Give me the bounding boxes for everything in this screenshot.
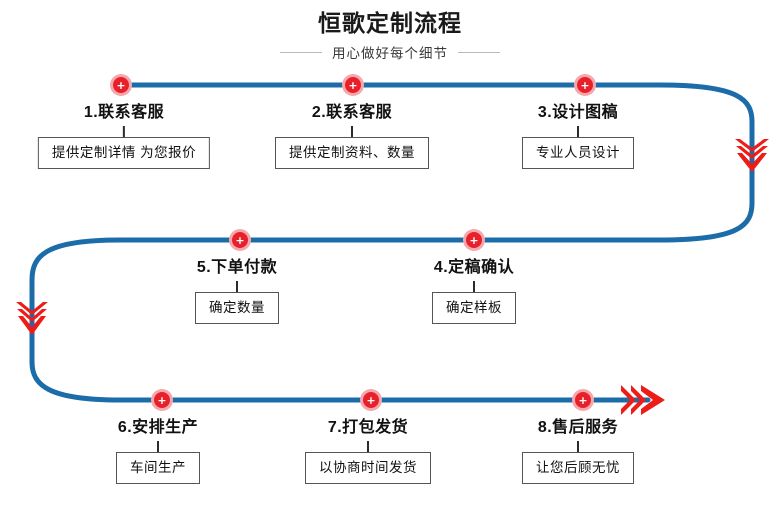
plus-icon: +: [154, 392, 170, 408]
step-2-box: 提供定制资料、数量: [275, 137, 429, 169]
arrow-right-turn-icon: [735, 139, 769, 172]
step-4[interactable]: 4.定稿确认 确定样板: [432, 258, 516, 324]
page-title: 恒歌定制流程: [318, 10, 462, 36]
subtitle-rule-right: [458, 51, 500, 53]
plus-icon: +: [577, 77, 593, 93]
step-6-connector: [157, 441, 159, 452]
node-step-1[interactable]: +: [110, 74, 132, 96]
path-row2-and-left-turn: [29, 237, 668, 403]
node-step-4[interactable]: +: [463, 229, 485, 251]
step-2-connector: [351, 126, 353, 137]
step-1[interactable]: 1.联系客服 提供定制详情 为您报价: [37, 103, 211, 169]
step-5-connector: [236, 281, 238, 292]
step-5-box: 确定数量: [195, 292, 279, 324]
plus-icon: +: [363, 392, 379, 408]
plus-icon: +: [345, 77, 361, 93]
step-8[interactable]: 8.售后服务 让您后顾无忧: [522, 418, 634, 484]
plus-icon: +: [113, 77, 129, 93]
step-3[interactable]: 3.设计图稿 专业人员设计: [522, 103, 634, 169]
node-step-6[interactable]: +: [151, 389, 173, 411]
plus-icon: +: [466, 232, 482, 248]
node-step-7[interactable]: +: [360, 389, 382, 411]
step-5[interactable]: 5.下单付款 确定数量: [195, 258, 279, 324]
node-step-5[interactable]: +: [229, 229, 251, 251]
step-8-box: 让您后顾无忧: [522, 452, 634, 484]
subtitle-row: 用心做好每个细节: [0, 42, 780, 62]
header: 恒歌定制流程 用心做好每个细节: [0, 0, 780, 62]
step-4-label: 4.定稿确认: [433, 259, 515, 276]
arrow-end-icon: [621, 385, 665, 415]
node-step-2[interactable]: +: [342, 74, 364, 96]
step-6-box: 车间生产: [116, 452, 200, 484]
plus-icon: +: [232, 232, 248, 248]
step-3-connector: [577, 126, 579, 137]
path-row1-and-right-turn: [118, 82, 755, 243]
step-3-box: 专业人员设计: [522, 137, 634, 169]
subtitle-rule-left: [280, 51, 322, 53]
step-7-label: 7.打包发货: [327, 419, 409, 436]
step-7-connector: [367, 441, 369, 452]
step-7[interactable]: 7.打包发货 以协商时间发货: [305, 418, 431, 484]
node-step-3[interactable]: +: [574, 74, 596, 96]
step-1-label: 1.联系客服: [83, 104, 165, 121]
arrow-left-turn-icon: [16, 302, 48, 335]
node-step-8[interactable]: +: [572, 389, 594, 411]
step-4-box: 确定样板: [432, 292, 516, 324]
step-6[interactable]: 6.安排生产 车间生产: [116, 418, 200, 484]
step-4-connector: [473, 281, 475, 292]
step-2[interactable]: 2.联系客服 提供定制资料、数量: [275, 103, 429, 169]
step-8-connector: [577, 441, 579, 452]
step-5-label: 5.下单付款: [196, 259, 278, 276]
step-1-connector: [122, 126, 125, 137]
step-3-label: 3.设计图稿: [537, 104, 619, 121]
plus-icon: +: [575, 392, 591, 408]
step-2-label: 2.联系客服: [311, 104, 393, 121]
step-7-box: 以协商时间发货: [305, 452, 431, 484]
step-6-label: 6.安排生产: [117, 419, 199, 436]
step-8-label: 8.售后服务: [537, 419, 619, 436]
step-1-box: 提供定制详情 为您报价: [37, 137, 211, 169]
page-subtitle: 用心做好每个细节: [332, 46, 448, 61]
